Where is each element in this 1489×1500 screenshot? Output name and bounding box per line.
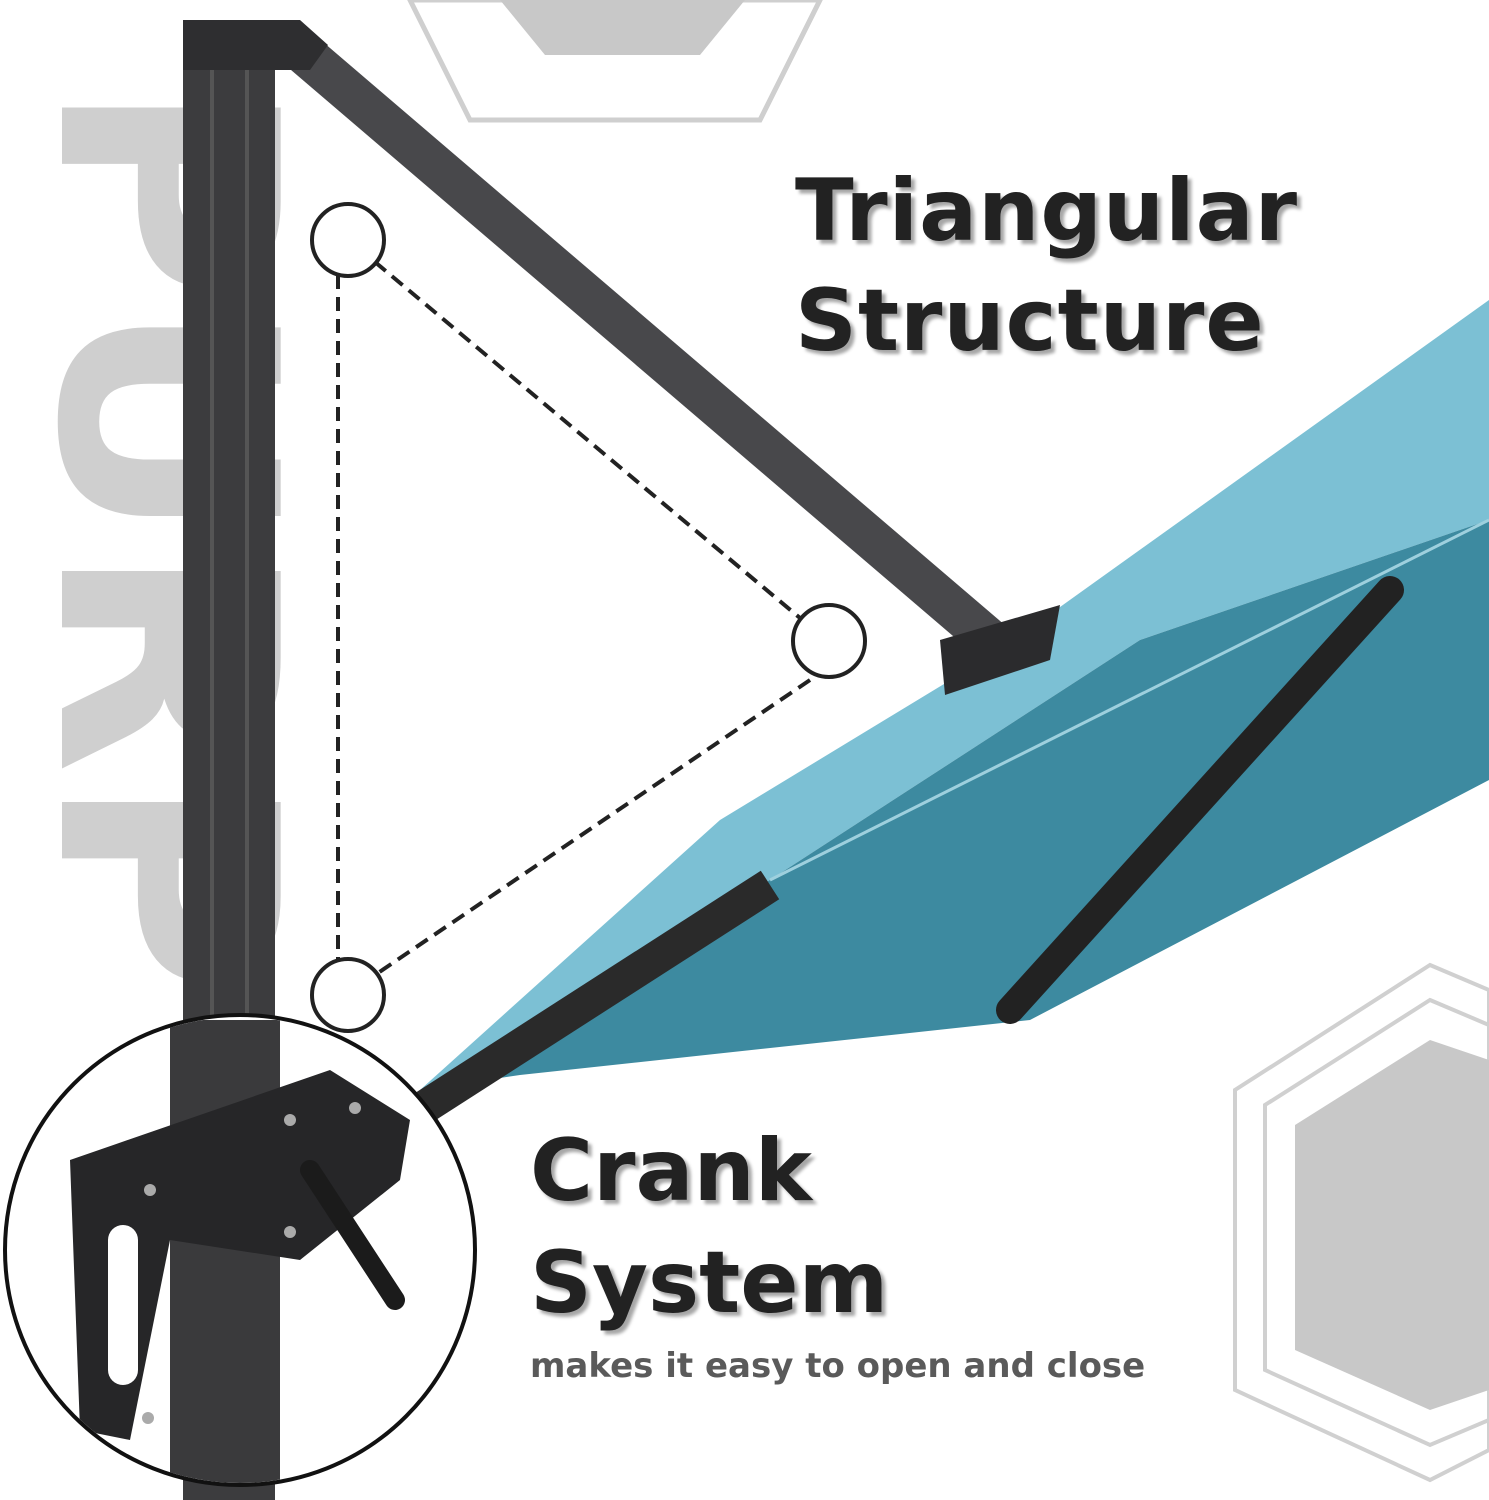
support-arm — [286, 34, 1004, 656]
hexagon-decoration-bottom — [1233, 962, 1489, 1483]
canopy-rib — [996, 576, 1404, 1024]
arm-bracket — [940, 605, 1060, 695]
crank-detail-inset — [3, 1013, 477, 1487]
hexagon-decoration-top — [407, 0, 823, 123]
triangle-diagram — [310, 202, 867, 1033]
canopy — [420, 300, 1489, 1090]
triangular-structure-heading-line1: Triangular — [795, 161, 1299, 261]
triangular-structure-heading-line2: Structure — [795, 271, 1265, 371]
canopy-rib — [410, 870, 780, 1125]
crank-system-heading-line1: Crank — [530, 1121, 812, 1221]
crank-system-heading-line2: System — [530, 1233, 889, 1333]
crank-system-subtitle: makes it easy to open and close — [530, 1346, 1146, 1386]
pole-top-cap — [183, 20, 328, 70]
